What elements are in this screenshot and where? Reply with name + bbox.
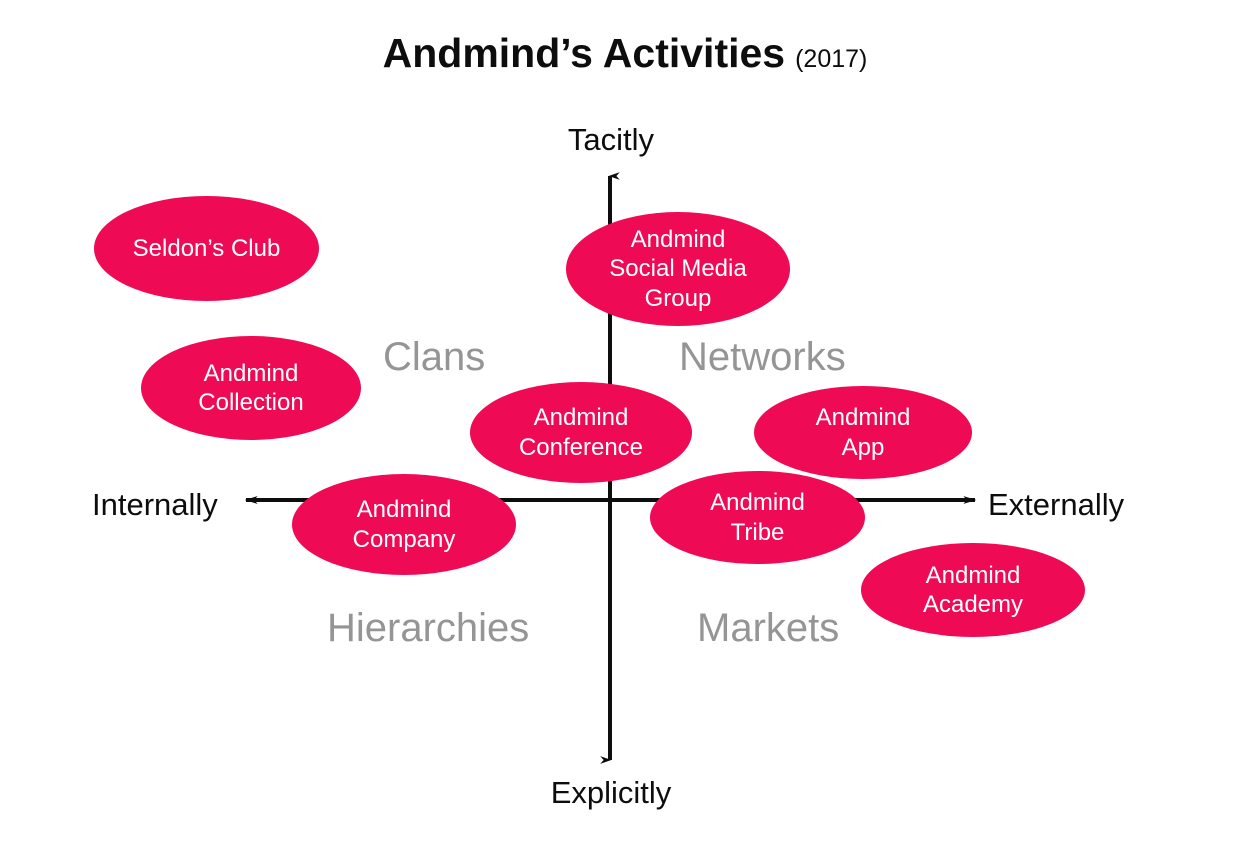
- node-line: Collection: [198, 389, 304, 416]
- node-line: Academy: [922, 591, 1024, 618]
- node-line: Group: [644, 284, 712, 312]
- quadrant-label-clans: Clans: [383, 335, 486, 379]
- node-line: Andmind: [630, 226, 726, 254]
- quadrant-label-markets: Markets: [697, 606, 840, 650]
- node-andmind-collection[interactable]: Andmind Collection: [141, 336, 361, 440]
- node-line: Andmind: [203, 359, 299, 387]
- node-line: Andmind: [815, 404, 911, 432]
- node-line: Social Media: [609, 255, 747, 283]
- node-line: Andmind: [356, 496, 452, 524]
- node-line: Tribe: [730, 518, 785, 546]
- node-line: Company: [352, 525, 456, 553]
- axis-label-externally: Externally: [988, 487, 1125, 522]
- quadrant-label-networks: Networks: [679, 335, 846, 379]
- axis-label-tacitly: Tacitly: [567, 122, 655, 157]
- node-andmind-tribe[interactable]: Andmind Tribe: [650, 471, 865, 564]
- title-main-text: Andmind’s Activities: [382, 30, 786, 76]
- node-line: Seldon’s Club: [132, 234, 281, 262]
- node-line: App: [841, 433, 885, 461]
- node-andmind-company[interactable]: Andmind Company: [292, 474, 516, 575]
- node-line: Andmind: [925, 561, 1021, 589]
- node-seldons-club[interactable]: Seldon’s Club: [94, 196, 319, 301]
- page-title: Andmind’s Activities (2017): [0, 30, 1250, 77]
- node-andmind-conference[interactable]: Andmind Conference: [470, 382, 692, 483]
- node-line: Andmind: [710, 489, 805, 517]
- node-line: Conference: [518, 433, 644, 461]
- node-andmind-social-media-group[interactable]: Andmind Social Media Group: [566, 212, 790, 326]
- axis-label-internally: Internally: [92, 487, 218, 522]
- node-andmind-app[interactable]: Andmind App: [754, 386, 972, 479]
- node-andmind-academy[interactable]: Andmind Academy: [861, 543, 1085, 637]
- title-year-text: (2017): [795, 45, 868, 73]
- node-line: Andmind: [533, 404, 629, 432]
- axis-label-explicitly: Explicitly: [550, 775, 672, 810]
- quadrant-label-hierarchies: Hierarchies: [327, 606, 530, 650]
